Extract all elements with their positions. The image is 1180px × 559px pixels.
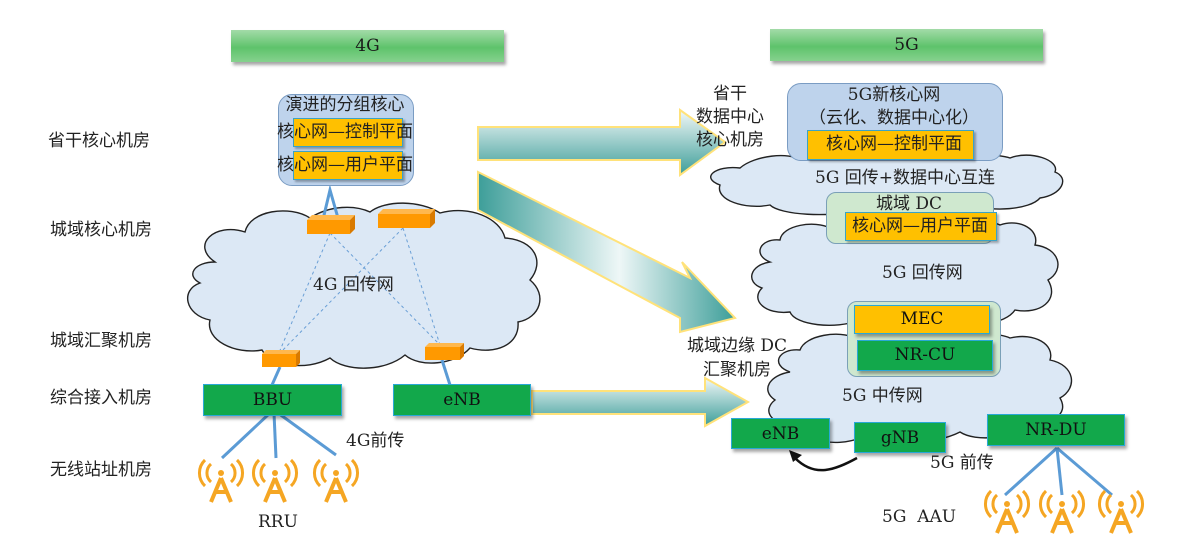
fronthaul-5g-label: 5G 前传	[930, 453, 994, 473]
rru-tower-icon	[252, 458, 298, 503]
link-router-enb	[440, 359, 452, 386]
aau-tower-icon	[1039, 489, 1085, 534]
backhaul-4g-label: 4G 回传网	[313, 275, 394, 295]
arrow-backhaul-migration	[477, 170, 737, 334]
aau-tower-icon	[984, 489, 1030, 534]
mec-node: MEC	[854, 305, 990, 334]
province-dc-label-1: 省干	[713, 84, 747, 104]
gnb-to-enb-arrow	[794, 456, 858, 472]
room-label-integrated-access: 综合接入机房	[50, 388, 152, 408]
rru-tower-icon	[313, 458, 359, 503]
gnb-node: gNB	[854, 422, 946, 453]
epc-control-plane-bar	[293, 118, 403, 147]
nrdu-node: NR-DU	[987, 414, 1125, 446]
metro-dc-user-plane-bar	[845, 212, 997, 241]
epc-user-plane: 核心网—用户平面	[277, 155, 413, 175]
edge-dc-label-1: 城域边缘 DC	[686, 336, 788, 356]
new-core-control-plane: 核心网—控制平面	[826, 134, 962, 154]
room-label-metro-aggregation: 城域汇聚机房	[50, 331, 152, 351]
fronthaul-links-5g	[1003, 446, 1113, 497]
fronthaul-links-4g	[220, 411, 337, 460]
banner-5g-label: 5G	[894, 35, 919, 55]
dci-label: 5G 回传+数据中心互连	[815, 168, 996, 188]
edge-dc-label-2: 汇聚机房	[703, 360, 771, 380]
enb-4g-label: eNB	[443, 390, 481, 410]
metro-dc-title: 城域 DC	[875, 194, 943, 214]
arrowhead-icon	[789, 450, 802, 462]
cloud-4g-backhaul	[187, 202, 541, 369]
room-label-metro-core: 城域核心机房	[50, 220, 152, 240]
banner-4g-label: 4G	[355, 36, 380, 56]
new-core-title: 5G新核心网	[847, 85, 941, 105]
enb-5g-label: eNB	[761, 424, 800, 444]
arrow-enb-migration	[531, 376, 751, 428]
backhaul-5g-label: 5G 回传网	[882, 263, 963, 283]
enb-4g-node: eNB	[393, 384, 531, 416]
gnb-label: gNB	[880, 428, 920, 448]
epc-title: 演进的分组核心	[285, 95, 405, 115]
enb-5g-node: eNB	[731, 418, 830, 449]
bbu-node: BBU	[203, 384, 342, 416]
router-icon	[262, 350, 300, 367]
province-dc-label-3: 核心机房	[696, 130, 764, 150]
router-icon	[378, 209, 435, 228]
metro-dc-user-plane: 核心网—用户平面	[852, 216, 988, 236]
aau-tower-icon	[1098, 489, 1144, 534]
new-core-subtitle: （云化、数据中心化）	[809, 108, 979, 128]
rru-tower-icon	[198, 458, 244, 503]
arrow-core-migration	[477, 108, 727, 177]
nrcu-label: NR-CU	[894, 345, 956, 365]
backhaul-mesh-links	[277, 227, 441, 356]
fronthaul-4g-label: 4G前传	[346, 431, 405, 451]
nrdu-label: NR-DU	[1025, 420, 1087, 440]
province-dc-label-2: 数据中心	[696, 107, 764, 127]
mec-label: MEC	[900, 309, 944, 329]
epc-control-plane: 核心网—控制平面	[277, 122, 413, 142]
new-core-control-plane-bar	[807, 130, 974, 160]
link-router-bbu	[270, 366, 282, 386]
rru-label: RRU	[258, 512, 298, 532]
nrcu-node: NR-CU	[857, 340, 993, 371]
room-label-wireless-site: 无线站址机房	[50, 460, 152, 480]
banner-5g: 5G	[770, 29, 1043, 61]
room-label-province-core: 省干核心机房	[48, 131, 150, 151]
router-icon	[307, 215, 355, 234]
bbu-label: BBU	[252, 390, 293, 410]
aau-label: 5G AAU	[882, 507, 957, 527]
banner-4g: 4G	[231, 30, 504, 62]
epc-user-plane-bar	[293, 151, 403, 180]
router-icon	[425, 343, 464, 360]
midhaul-5g-label: 5G 中传网	[842, 386, 923, 406]
